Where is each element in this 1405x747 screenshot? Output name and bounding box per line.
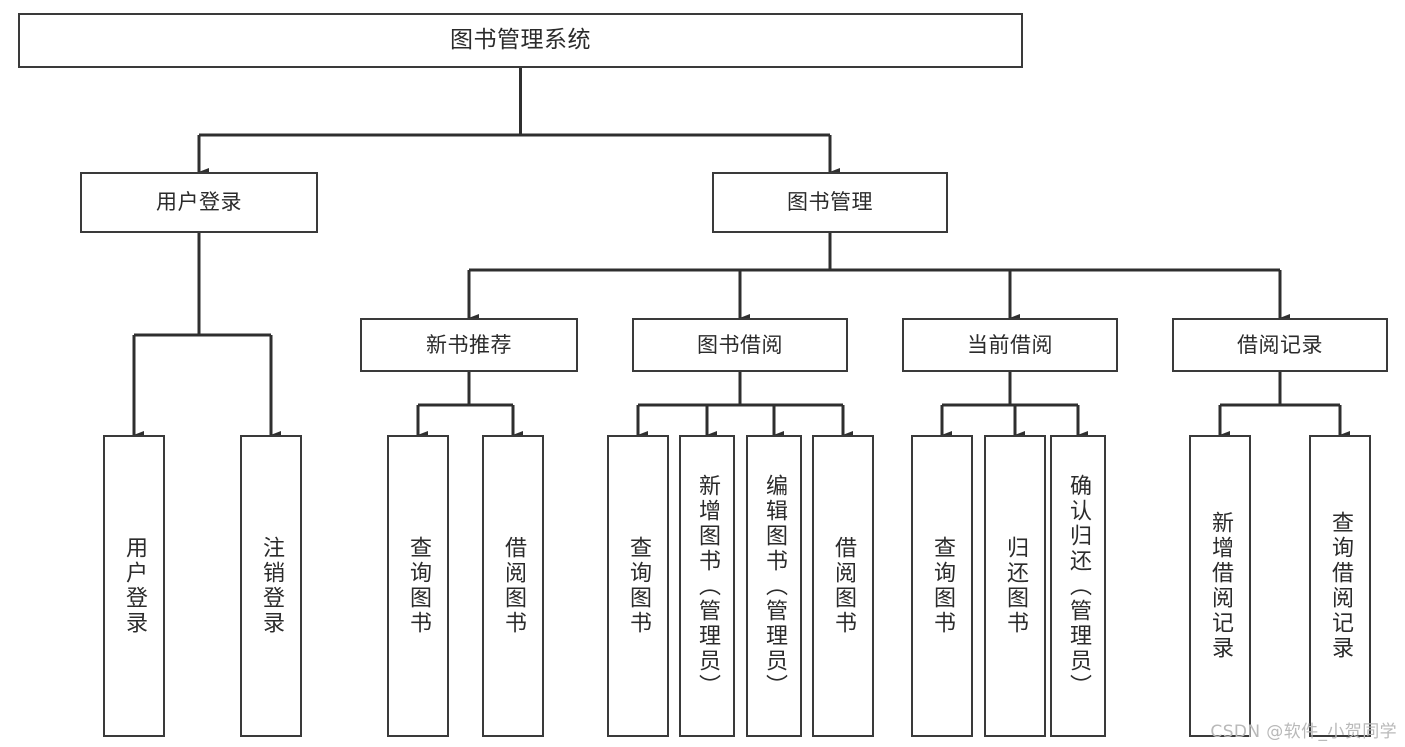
node-label-leaf-br-query: 查询借阅记录 — [1328, 511, 1353, 661]
node-leaf-bb-add[interactable]: 新增图书（管理员） — [679, 435, 735, 737]
node-leaf-cb-confirm[interactable]: 确认归还（管理员） — [1050, 435, 1106, 737]
node-new-book-rec[interactable]: 新书推荐 — [360, 318, 578, 372]
node-leaf-rec-borrow[interactable]: 借阅图书 — [482, 435, 544, 737]
node-current-borrow[interactable]: 当前借阅 — [902, 318, 1118, 372]
node-book-manage[interactable]: 图书管理 — [712, 172, 948, 233]
node-leaf-cb-return[interactable]: 归还图书 — [984, 435, 1046, 737]
node-label-book-borrow: 图书借阅 — [697, 332, 783, 357]
node-label-leaf-bb-edit: 编辑图书（管理员） — [762, 473, 787, 699]
node-leaf-user-login[interactable]: 用户登录 — [103, 435, 165, 737]
node-label-leaf-user-logout: 注销登录 — [259, 536, 284, 636]
node-leaf-bb-borrow[interactable]: 借阅图书 — [812, 435, 874, 737]
node-leaf-br-add[interactable]: 新增借阅记录 — [1189, 435, 1251, 737]
node-label-borrow-record: 借阅记录 — [1237, 332, 1323, 357]
node-borrow-record[interactable]: 借阅记录 — [1172, 318, 1388, 372]
node-label-leaf-user-login: 用户登录 — [122, 536, 147, 636]
node-label-leaf-rec-query: 查询图书 — [406, 536, 431, 636]
node-label-leaf-cb-confirm: 确认归还（管理员） — [1066, 473, 1091, 699]
node-label-leaf-cb-return: 归还图书 — [1003, 536, 1028, 636]
node-label-new-book-rec: 新书推荐 — [426, 332, 512, 357]
node-leaf-cb-query[interactable]: 查询图书 — [911, 435, 973, 737]
node-label-user-login: 用户登录 — [156, 190, 242, 215]
node-label-leaf-bb-query: 查询图书 — [626, 536, 651, 636]
node-leaf-bb-query[interactable]: 查询图书 — [607, 435, 669, 737]
node-label-leaf-bb-add: 新增图书（管理员） — [695, 473, 720, 699]
node-label-leaf-cb-query: 查询图书 — [930, 536, 955, 636]
node-leaf-br-query[interactable]: 查询借阅记录 — [1309, 435, 1371, 737]
node-leaf-user-logout[interactable]: 注销登录 — [240, 435, 302, 737]
node-leaf-bb-edit[interactable]: 编辑图书（管理员） — [746, 435, 802, 737]
node-book-borrow[interactable]: 图书借阅 — [632, 318, 848, 372]
node-leaf-rec-query[interactable]: 查询图书 — [387, 435, 449, 737]
node-label-book-manage: 图书管理 — [787, 190, 873, 215]
connector-lines — [132, 68, 1351, 440]
node-label-leaf-br-add: 新增借阅记录 — [1208, 511, 1233, 661]
node-label-current-borrow: 当前借阅 — [967, 332, 1053, 357]
node-root[interactable]: 图书管理系统 — [18, 13, 1023, 68]
node-user-login[interactable]: 用户登录 — [80, 172, 318, 233]
node-label-leaf-rec-borrow: 借阅图书 — [501, 536, 526, 636]
node-label-leaf-bb-borrow: 借阅图书 — [831, 536, 856, 636]
node-label-root: 图书管理系统 — [450, 26, 591, 53]
